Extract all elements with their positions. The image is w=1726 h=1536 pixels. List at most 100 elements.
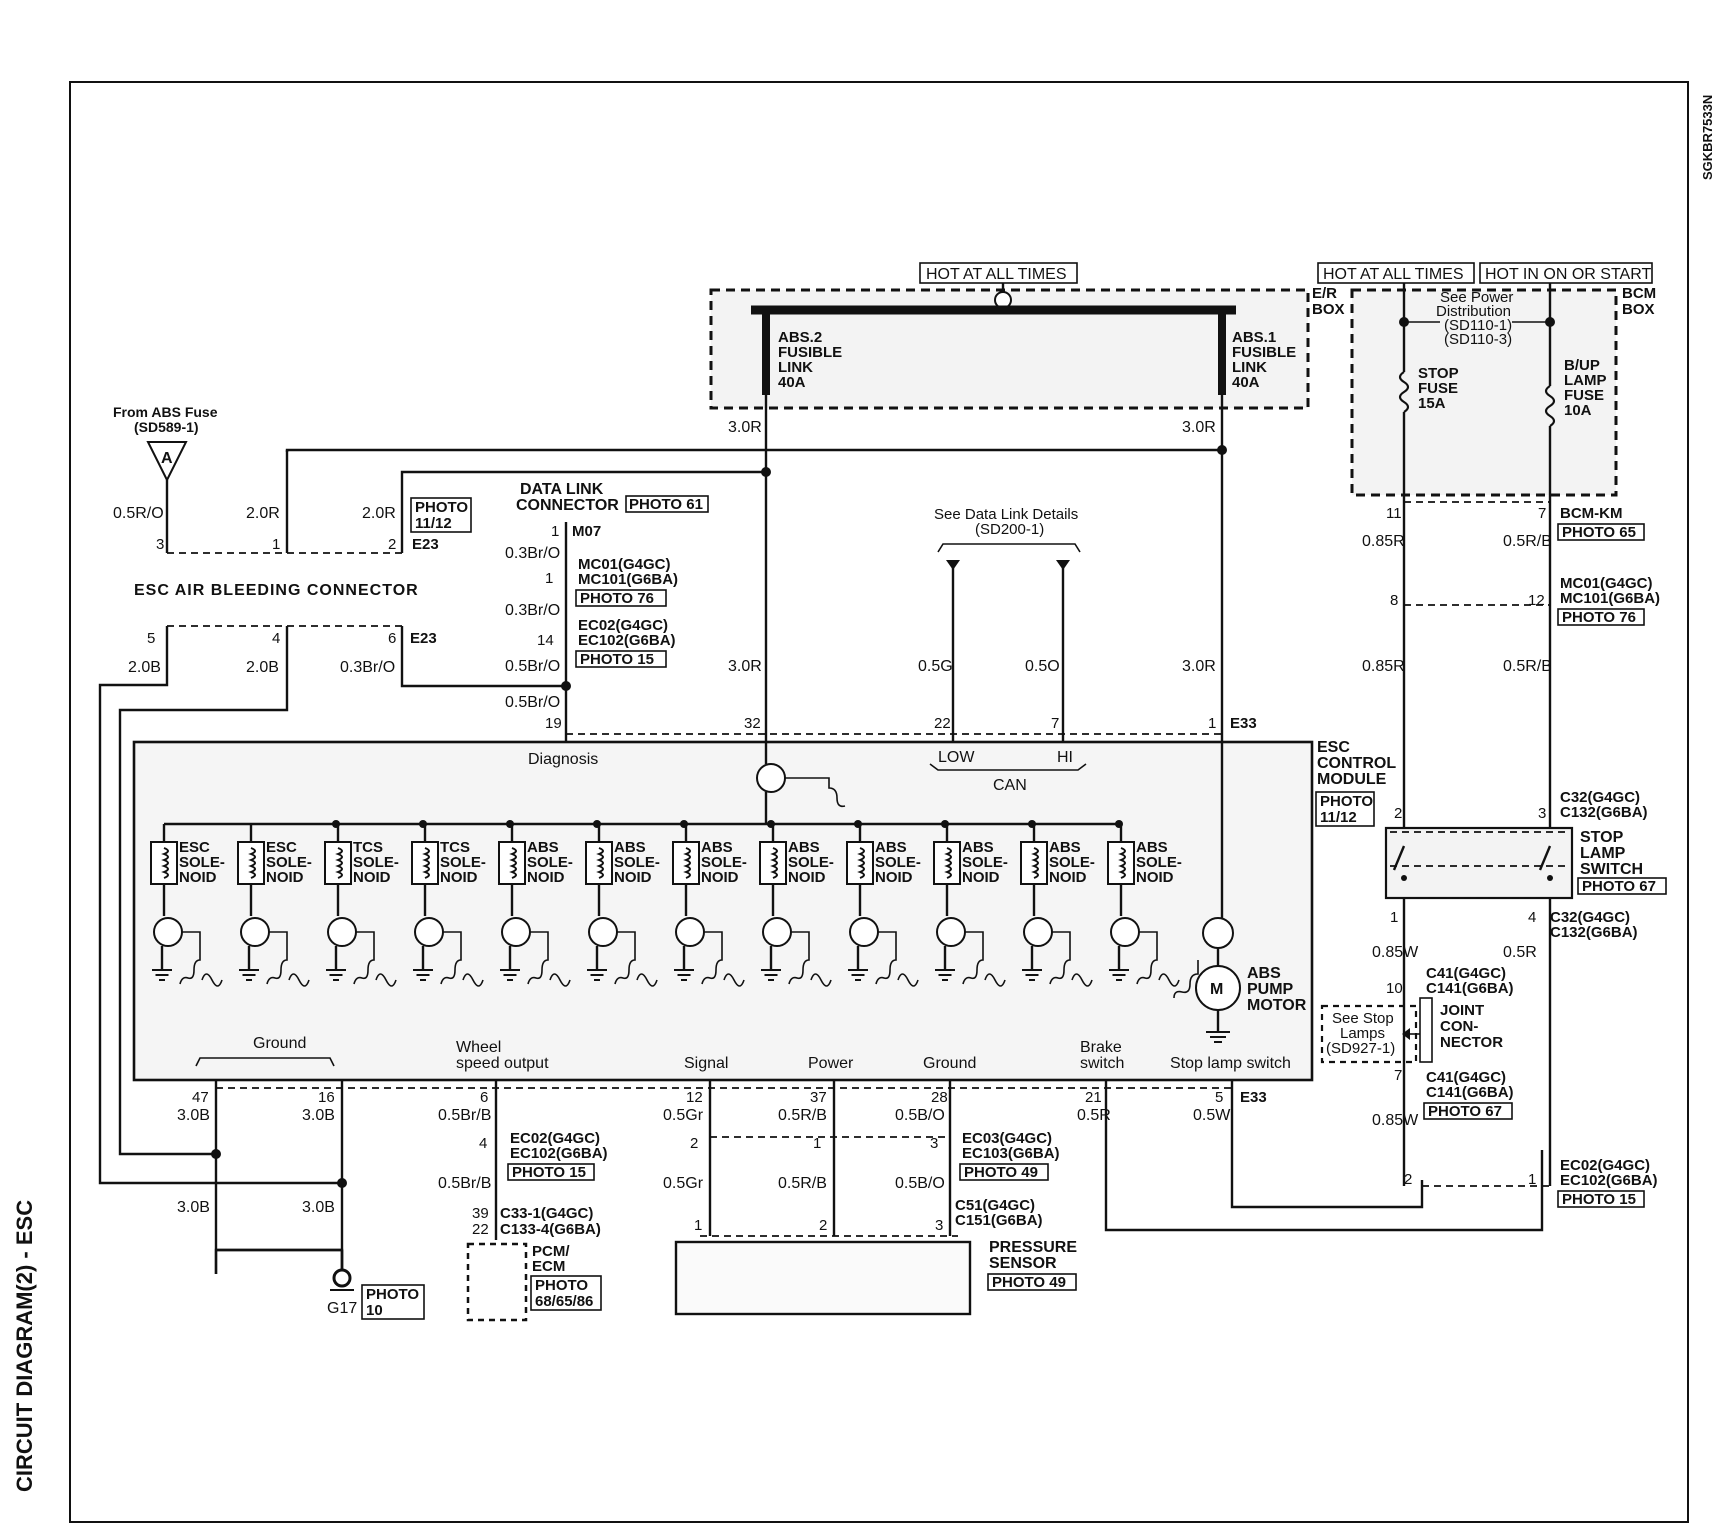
svg-text:CON-: CON- [1440, 1018, 1478, 1035]
stop-fuse-icon [1398, 371, 1410, 413]
solenoid-label: ABS [875, 839, 907, 856]
page-code: SGKBR7533N [1700, 95, 1715, 180]
svg-text:0.5Br/O: 0.5Br/O [505, 658, 560, 675]
svg-text:(SD927-1): (SD927-1) [1326, 1040, 1395, 1057]
solenoid-transistor-icon [240, 917, 270, 947]
svg-text:2: 2 [819, 1217, 827, 1234]
solenoid-label: SOLE- [701, 854, 747, 871]
svg-text:See Stop: See Stop [1332, 1010, 1394, 1027]
svg-text:C141(G6BA): C141(G6BA) [1426, 1084, 1514, 1101]
power-transistor-icon [756, 763, 786, 793]
bup-fuse-icon [1544, 385, 1556, 427]
svg-text:2: 2 [388, 536, 396, 553]
svg-text:10: 10 [1386, 980, 1403, 997]
svg-text:0.85R: 0.85R [1362, 658, 1405, 675]
solenoid-label: NOID [440, 869, 478, 886]
wire-20b-inner [118, 626, 289, 1156]
svg-text:4: 4 [1528, 909, 1536, 926]
svg-text:PHOTO 49: PHOTO 49 [964, 1164, 1038, 1181]
svg-text:0.5G: 0.5G [918, 658, 953, 675]
svg-text:3.0R: 3.0R [1182, 658, 1216, 675]
solenoid-transistor-icon [849, 917, 879, 947]
solenoid-label: NOID [701, 869, 739, 886]
svg-text:Power: Power [808, 1055, 854, 1072]
svg-text:STOP: STOP [1418, 365, 1459, 382]
svg-text:0.5R/B: 0.5R/B [778, 1107, 827, 1124]
svg-text:0.85R: 0.85R [1362, 533, 1405, 550]
solenoid-label: SOLE- [1136, 854, 1182, 871]
solenoid-label: TCS [353, 839, 383, 856]
diagram-frame [69, 81, 1689, 1523]
svg-text:MC101(G6BA): MC101(G6BA) [1560, 590, 1660, 607]
svg-text:0.5B/O: 0.5B/O [895, 1175, 945, 1192]
svg-text:C33-1(G4GC): C33-1(G4GC) [500, 1205, 593, 1222]
solenoid-label: SOLE- [962, 854, 1008, 871]
solenoid-label: NOID [788, 869, 826, 886]
svg-text:21: 21 [1085, 1089, 1102, 1106]
svg-text:Signal: Signal [684, 1055, 728, 1072]
svg-text:0.5Br/O: 0.5Br/O [505, 694, 560, 711]
svg-text:STOP: STOP [1580, 829, 1624, 846]
svg-text:PRESSURE: PRESSURE [989, 1239, 1077, 1256]
svg-text:C41(G4GC): C41(G4GC) [1426, 965, 1506, 982]
svg-text:3.0R: 3.0R [1182, 419, 1216, 436]
joint-connector [1419, 997, 1433, 1063]
svg-text:4: 4 [479, 1135, 487, 1152]
svg-text:11/12: 11/12 [1320, 809, 1357, 826]
diagnosis-label: Diagnosis [528, 751, 598, 768]
svg-text:C132(G6BA): C132(G6BA) [1560, 804, 1648, 821]
solenoid-transistor-icon [675, 917, 705, 947]
svg-text:EC102(G6BA): EC102(G6BA) [1560, 1172, 1658, 1189]
svg-text:C32(G4GC): C32(G4GC) [1560, 789, 1640, 806]
can-low-label: LOW [938, 749, 975, 766]
solenoid-coil-icon [324, 841, 352, 885]
solenoid-label: ABS [1049, 839, 1081, 856]
solenoid-transistor-icon [414, 917, 444, 947]
g17-label: G17 [327, 1300, 357, 1317]
solenoid-transistor-icon [588, 917, 618, 947]
solenoid-label: NOID [179, 869, 217, 886]
solenoid-coil-icon [1020, 841, 1048, 885]
svg-text:MODULE: MODULE [1317, 771, 1387, 788]
svg-text:PHOTO 15: PHOTO 15 [580, 651, 654, 668]
svg-text:PHOTO 15: PHOTO 15 [1562, 1191, 1636, 1208]
svg-text:FUSIBLE: FUSIBLE [1232, 344, 1296, 361]
svg-text:PHOTO 67: PHOTO 67 [1582, 878, 1656, 895]
svg-text:MC101(G6BA): MC101(G6BA) [578, 571, 678, 588]
svg-text:A: A [161, 450, 173, 467]
svg-text:40A: 40A [778, 374, 806, 391]
solenoid-coil-icon [585, 841, 613, 885]
svg-text:11: 11 [1386, 505, 1402, 522]
solenoid-label: NOID [875, 869, 913, 886]
svg-text:PHOTO 49: PHOTO 49 [992, 1274, 1066, 1291]
svg-text:15A: 15A [1418, 395, 1446, 412]
svg-text:EC102(G6BA): EC102(G6BA) [578, 632, 676, 649]
solenoid-label: NOID [962, 869, 1000, 886]
svg-text:68/65/86: 68/65/86 [535, 1293, 593, 1310]
svg-text:LAMP: LAMP [1580, 845, 1626, 862]
svg-text:EC103(G6BA): EC103(G6BA) [962, 1145, 1060, 1162]
svg-text:M: M [1210, 981, 1223, 998]
hot-at-all-times-label: HOT AT ALL TIMES [926, 266, 1067, 283]
ecu-name: ESC [1317, 739, 1350, 756]
svg-text:C151(G6BA): C151(G6BA) [955, 1212, 1043, 1229]
svg-text:0.5Gr: 0.5Gr [663, 1107, 704, 1124]
svg-text:PHOTO: PHOTO [366, 1286, 419, 1303]
can-hi-label: HI [1057, 749, 1073, 766]
pcm-label: PCM/ [532, 1243, 570, 1260]
svg-text:switch: switch [1080, 1055, 1124, 1072]
dlc-title: DATA LINK [520, 481, 604, 498]
svg-text:EC03(G4GC): EC03(G4GC) [962, 1130, 1052, 1147]
page-side-title: CIRCUIT DIAGRAM(2) - ESC [12, 1200, 37, 1492]
pressure-sensor [674, 1240, 972, 1316]
abs2-link-label: ABS.2 [778, 329, 822, 346]
svg-text:0.5W: 0.5W [1193, 1107, 1231, 1124]
solenoid-coil-icon [672, 841, 700, 885]
solenoid-label: SOLE- [179, 854, 225, 871]
